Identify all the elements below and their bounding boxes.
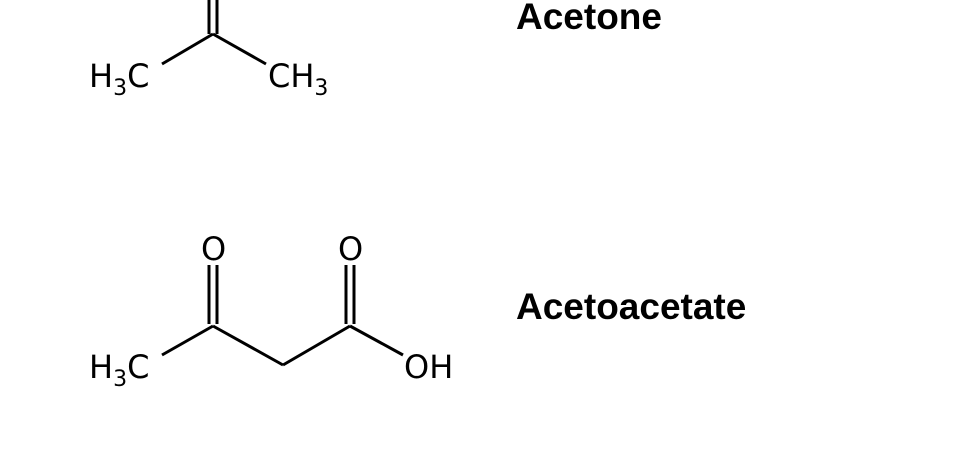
acetone-name: Acetone <box>516 0 662 37</box>
bond-right-methyl <box>212 32 267 66</box>
acetone-structure <box>161 0 267 66</box>
acetoacetate-name: Acetoacetate <box>516 286 747 327</box>
bond-methylene-to-acid <box>282 324 351 367</box>
bond-methyl-to-ketone <box>161 324 214 357</box>
bond-left-methyl <box>161 32 214 66</box>
bond-acid-to-hydroxyl <box>349 324 404 357</box>
bond-ketone-to-methylene <box>212 324 284 367</box>
ketone-oxygen-label: O <box>201 230 226 268</box>
acetone-left-methyl-label: H3C <box>89 57 149 101</box>
acetoacetate-structure <box>161 265 404 367</box>
acetoacetate-left-methyl-label: H3C <box>89 348 149 392</box>
acid-oxygen-label: O <box>338 230 363 268</box>
acetone-right-methyl-label: CH3 <box>268 57 328 101</box>
hydroxyl-label: OH <box>404 348 453 386</box>
